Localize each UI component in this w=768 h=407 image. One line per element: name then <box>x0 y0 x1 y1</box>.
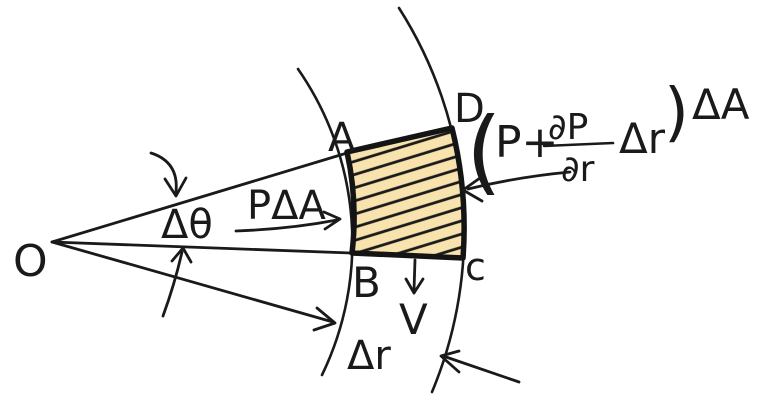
angle-arrow-upper-head <box>163 176 188 198</box>
outer-force-p-plus: P+ <box>495 117 558 168</box>
fluid-element-outline <box>344 125 467 261</box>
velocity-arrow <box>412 258 417 292</box>
velocity-label: V <box>399 295 428 344</box>
inner-force-arrowhead <box>322 210 342 231</box>
vertex-b-label: B <box>352 258 381 307</box>
outer-force-numerator: ∂P <box>548 107 588 148</box>
radial-line-bottom <box>50 240 335 324</box>
angle-arrow-upper <box>149 151 178 194</box>
radial-line-bottom-arrowhead <box>312 306 337 332</box>
delta-theta-label: Δθ <box>161 202 213 248</box>
origin-label: O <box>13 236 48 287</box>
angle-arrow-lower <box>161 250 184 318</box>
vertex-c-label: c <box>465 245 486 289</box>
outer-force-delta-r: Δr <box>619 114 666 163</box>
outer-arc-pointer-arrow <box>444 355 521 384</box>
vertex-d-label: D <box>454 86 485 132</box>
outer-force-denominator: ∂r <box>561 149 595 190</box>
outer-force-open-paren: ( <box>466 98 502 205</box>
inner-arc <box>296 67 354 377</box>
outer-force-delta-a: ΔA <box>692 80 750 129</box>
vertex-a-label: A <box>328 115 356 161</box>
fraction-bar <box>542 141 615 148</box>
radial-line-top <box>50 151 349 244</box>
outer-force-arrowhead <box>461 176 484 203</box>
outer-force-arrow <box>466 170 572 191</box>
outer-force-close-paren: ) <box>664 76 689 150</box>
radial-line-middle <box>50 240 353 255</box>
inner-force-arrow <box>234 218 339 233</box>
velocity-arrowhead <box>404 277 425 295</box>
angle-arrow-lower-head <box>170 246 193 264</box>
delta-r-label: Δr <box>347 333 391 379</box>
outer-arc-pointer-arrowhead <box>439 349 461 374</box>
inner-force-label: PΔA <box>247 183 326 229</box>
fluid-element-hatching <box>347 128 465 258</box>
outer-force-expression: ( P+ ∂P ∂r Δr ) ΔA <box>466 76 750 205</box>
